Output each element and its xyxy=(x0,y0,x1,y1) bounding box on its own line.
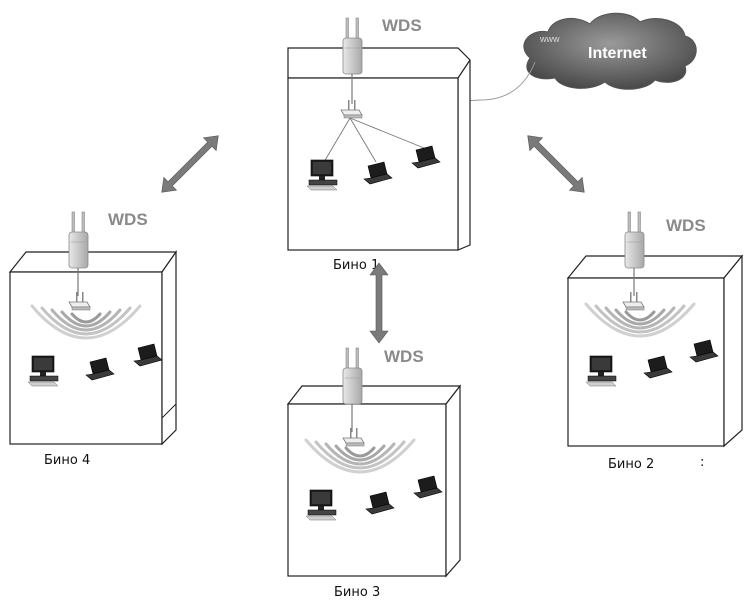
building-2: WDS Бино 2 : xyxy=(566,211,744,472)
internet-cloud: www Internet xyxy=(523,12,697,90)
building-3: WDS Бино 3 xyxy=(286,347,462,600)
building-2-ap-icon xyxy=(624,211,645,269)
building-1: WDS Бино 1 xyxy=(287,16,471,273)
building-4-ap-icon xyxy=(68,211,89,269)
building-4: WDS Бино 4 xyxy=(8,210,178,468)
internet-link-line xyxy=(355,61,536,109)
building-2-label: Бино 2 xyxy=(608,457,654,472)
link-arrow-1-2 xyxy=(521,129,591,199)
building-3-label: Бино 3 xyxy=(334,585,380,600)
building-3-wds-label: WDS xyxy=(384,347,424,366)
building-1-ap-icon xyxy=(342,17,363,75)
building-4-wds-label: WDS xyxy=(108,210,148,229)
building-1-wds-label: WDS xyxy=(382,16,422,35)
stray-mark: : xyxy=(700,455,704,470)
building-4-label: Бино 4 xyxy=(44,453,90,468)
building-3-ap-icon xyxy=(342,347,363,405)
link-arrow-1-3 xyxy=(369,262,389,344)
building-1-label: Бино 1 xyxy=(333,258,379,273)
link-arrow-1-4 xyxy=(155,129,225,199)
internet-www-label: www xyxy=(539,34,560,44)
building-1-lan-lines xyxy=(323,117,425,163)
internet-label: Internet xyxy=(588,45,647,62)
building-2-wds-label: WDS xyxy=(666,216,706,235)
